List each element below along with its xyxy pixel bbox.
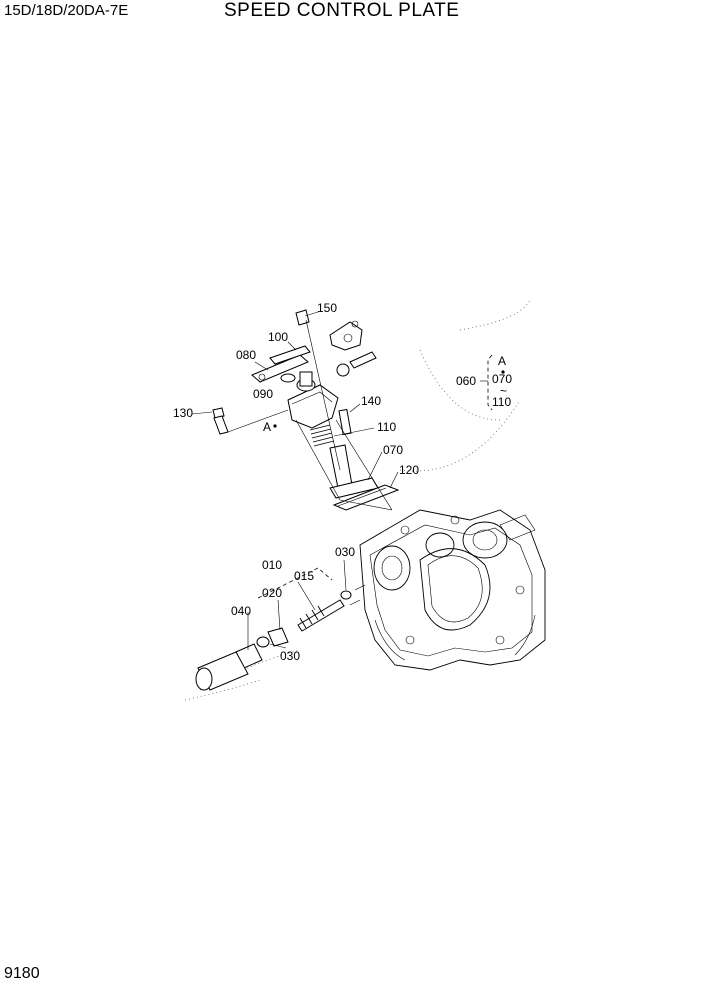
detail-ref-label: A bbox=[498, 354, 506, 368]
page-title: SPEED CONTROL PLATE bbox=[224, 0, 460, 21]
callout-015: 015 bbox=[294, 569, 314, 583]
callout-090: 090 bbox=[253, 387, 273, 401]
speed-control-assembly bbox=[212, 309, 400, 511]
callout-020: 020 bbox=[262, 586, 282, 600]
engine-block bbox=[349, 509, 546, 671]
callout-040: 040 bbox=[231, 604, 251, 618]
callout-140: 140 bbox=[361, 394, 381, 408]
callout-150: 150 bbox=[317, 301, 337, 315]
page-number: 9180 bbox=[4, 965, 40, 982]
detail-group-label: 060 bbox=[456, 374, 476, 388]
callout-a: A bbox=[263, 420, 271, 434]
callout-030-upper: 030 bbox=[335, 545, 355, 559]
plunger-assembly bbox=[195, 567, 352, 691]
detail-range-end: 110 bbox=[492, 395, 511, 409]
detail-range-start: 070 bbox=[492, 372, 512, 386]
leader-lines bbox=[191, 311, 399, 650]
callout-070: 070 bbox=[383, 443, 403, 457]
callout-110: 110 bbox=[377, 420, 396, 434]
callout-010: 010 bbox=[262, 558, 282, 572]
callout-100: 100 bbox=[268, 330, 288, 344]
model-number: 15D/18D/20DA-7E bbox=[4, 2, 129, 19]
detail-range-tilde: ~ bbox=[500, 384, 507, 398]
callout-130: 130 bbox=[173, 406, 193, 420]
detail-box: A 060 070 ~ 110 bbox=[456, 354, 512, 411]
watermark bbox=[184, 299, 531, 701]
callout-080: 080 bbox=[236, 348, 256, 362]
callouts: 150 100 080 090 130 A 140 110 070 120 03… bbox=[173, 301, 419, 663]
callout-030-lower: 030 bbox=[280, 649, 300, 663]
callout-120: 120 bbox=[399, 463, 419, 477]
